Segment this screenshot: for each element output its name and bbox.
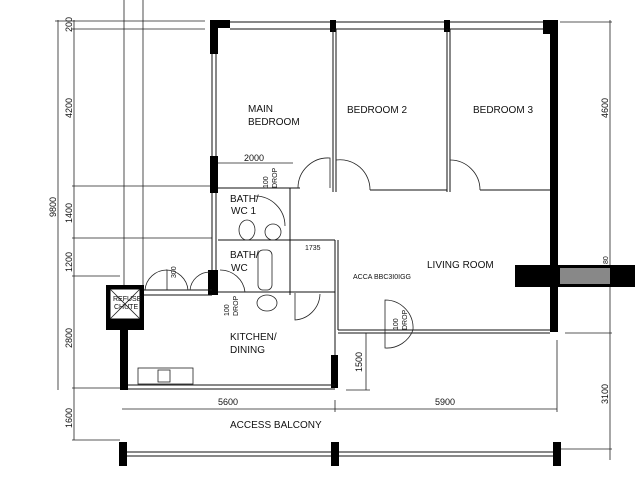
rect-shape (119, 442, 127, 466)
refuse-chute (106, 285, 144, 330)
label-notes-drop2-0: 100 (224, 304, 231, 316)
label-refuse-chute: REFUSE (113, 296, 142, 303)
label-main-bedroom: MAIN (248, 104, 273, 115)
doors (219, 157, 481, 349)
label-dimensions-left_1600: 1600 (64, 408, 74, 428)
label-bath-wc2: BATH/ (230, 250, 259, 261)
label-dimensions-left_1200: 1200 (64, 252, 74, 272)
path-shape (254, 195, 286, 227)
label-main-bedroom-2: BEDROOM (248, 117, 300, 128)
fixtures (106, 219, 282, 385)
rect-shape (550, 20, 558, 332)
drop-notes: 100 DROP 100 DROP 100 DROP (224, 167, 409, 330)
path-shape (297, 157, 331, 189)
label-notes-drop1-0: 100 (263, 176, 270, 188)
label-bath-wc1-2: WC 1 (231, 206, 256, 217)
label-bath-wc1: BATH/ (230, 194, 259, 205)
label-bedroom-3: BEDROOM 3 (473, 105, 533, 116)
label-living-room: LIVING ROOM (427, 260, 494, 271)
rect-shape (157, 369, 171, 383)
label-dimensions-balcony_1500: 1500 (354, 352, 364, 372)
label-notes-drop3-1: DROP (402, 309, 409, 330)
label-kitchen: KITCHEN/ (230, 332, 277, 343)
label-refuse-chute-2: CHUTE (114, 304, 138, 311)
dimension-lines-left (55, 0, 212, 441)
label-dimensions-left_4200: 4200 (64, 98, 74, 118)
rect-shape (210, 156, 218, 193)
walls (119, 20, 635, 466)
label-notes-drop3-0: 100 (393, 318, 400, 330)
label-dimensions-left_1400: 1400 (64, 203, 74, 223)
dimension-labels: 9800 200 4200 1400 1200 2800 1600 4600 3… (48, 17, 610, 428)
label-dimensions-bath_1735: 1735 (305, 245, 321, 252)
path-shape (165, 269, 189, 291)
rect-shape (444, 20, 450, 32)
ellipse-shape (264, 223, 282, 241)
label-dimensions-right_4600: 4600 (600, 98, 610, 118)
ellipse-shape (238, 219, 256, 241)
rect-shape (331, 442, 339, 466)
label-kitchen-2: DINING (230, 345, 265, 356)
label-dimensions-right_small: 80 (603, 256, 610, 264)
label-dimensions-corridor_300: 300 (171, 266, 178, 278)
path-shape (189, 271, 211, 291)
label-bath-wc2-2: WC (231, 263, 248, 274)
path-shape (219, 269, 246, 293)
path-shape (384, 299, 414, 349)
path-shape (449, 159, 481, 191)
label-dimensions-right_3100: 3100 (600, 384, 610, 404)
label-dimensions-bottom_5900: 5900 (435, 397, 455, 407)
path-shape (294, 293, 321, 321)
rect-shape (210, 20, 218, 54)
rect-shape (553, 442, 561, 466)
rect-shape (210, 20, 230, 28)
rect-shape (137, 367, 194, 385)
path-shape (144, 269, 168, 291)
rect-shape (560, 268, 610, 284)
label-bedroom-2: BEDROOM 2 (347, 105, 407, 116)
rect-shape (208, 270, 218, 295)
rect-shape (330, 20, 336, 32)
rect-shape (120, 330, 128, 390)
room-labels: MAIN BEDROOM BEDROOM 2 BEDROOM 3 BATH/ W… (113, 104, 533, 431)
label-living-note: ACCA BBC3I0IGG (353, 274, 411, 281)
rect-shape (257, 249, 273, 291)
label-notes-drop2-1: DROP (233, 295, 240, 316)
dimension-lines-right (122, 20, 612, 460)
label-dimensions-left_outer: 9800 (48, 197, 58, 217)
label-dimensions-bed_2000: 2000 (244, 153, 264, 163)
label-dimensions-left_2800: 2800 (64, 328, 74, 348)
label-dimensions-bottom_5600: 5600 (218, 397, 238, 407)
ellipse-shape (256, 294, 278, 312)
label-access-balcony: ACCESS BALCONY (230, 420, 322, 431)
label-notes-drop1-1: DROP (272, 167, 279, 188)
rect-shape (331, 355, 338, 388)
line-shape (109, 288, 141, 320)
path-shape (335, 159, 371, 191)
label-dimensions-left_200: 200 (64, 17, 74, 32)
